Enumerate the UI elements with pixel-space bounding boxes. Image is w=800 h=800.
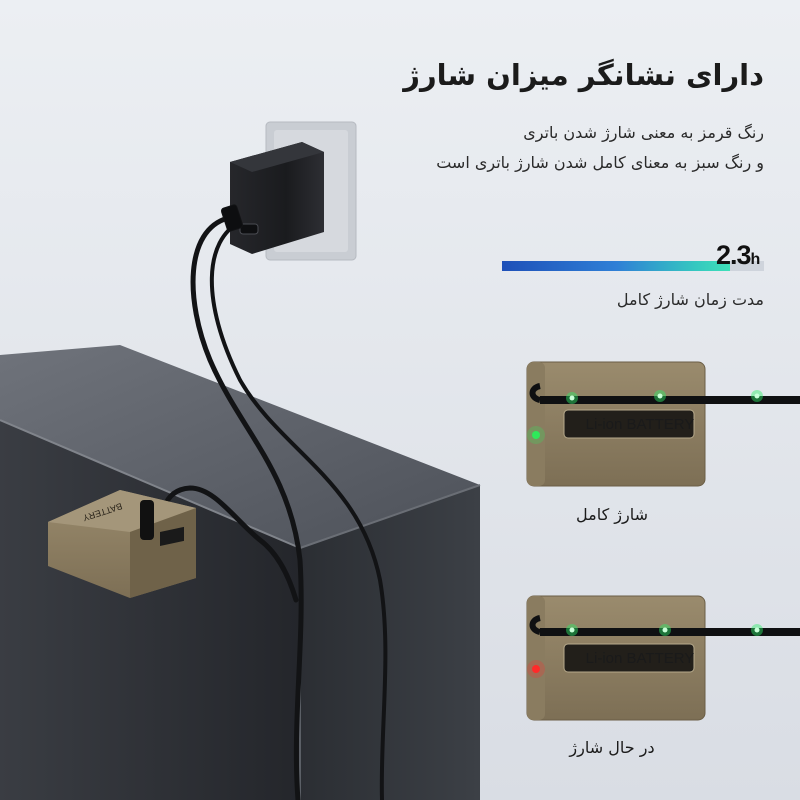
table-top [0, 345, 480, 548]
battery-charging-label-plate [563, 643, 695, 673]
battery-charging [526, 595, 800, 721]
charging-caption: در حال شارژ [569, 738, 655, 757]
cable-led-charging [566, 624, 763, 636]
charge-time-bar-fill [502, 261, 730, 271]
charge-time-value: 2.3h [716, 240, 761, 271]
description-line-2: و رنگ سبز به معنای کامل شدن شارژ باتری ا… [436, 153, 764, 172]
battery-full-indicator [532, 431, 540, 439]
charge-time-bar [502, 261, 764, 271]
charge-time-number: 2.3 [716, 240, 752, 270]
charge-time-caption: مدت زمان شارژ کامل [616, 290, 764, 309]
battery-full [526, 361, 800, 487]
battery-full-label: Li-ion BATTERY [585, 415, 695, 433]
battery-charging-label: Li-ion BATTERY [585, 649, 695, 667]
description-line-1: رنگ قرمز به معنی شارژ شدن باتری [523, 123, 764, 142]
cables [159, 204, 388, 800]
table-side-face [300, 485, 480, 800]
headline: دارای نشانگر میزان شارژ [403, 58, 764, 92]
cable-led-full [566, 390, 763, 404]
full-charge-caption: شارژ کامل [576, 505, 648, 524]
charger [230, 142, 324, 254]
cable-to-table-battery [209, 220, 388, 800]
cable-to-small-battery [190, 215, 304, 800]
battery-full-label-plate [563, 409, 695, 439]
table-battery: BATTERY [48, 490, 196, 598]
battery-charging-indicator [532, 665, 540, 673]
charge-time-unit: h [750, 251, 761, 268]
